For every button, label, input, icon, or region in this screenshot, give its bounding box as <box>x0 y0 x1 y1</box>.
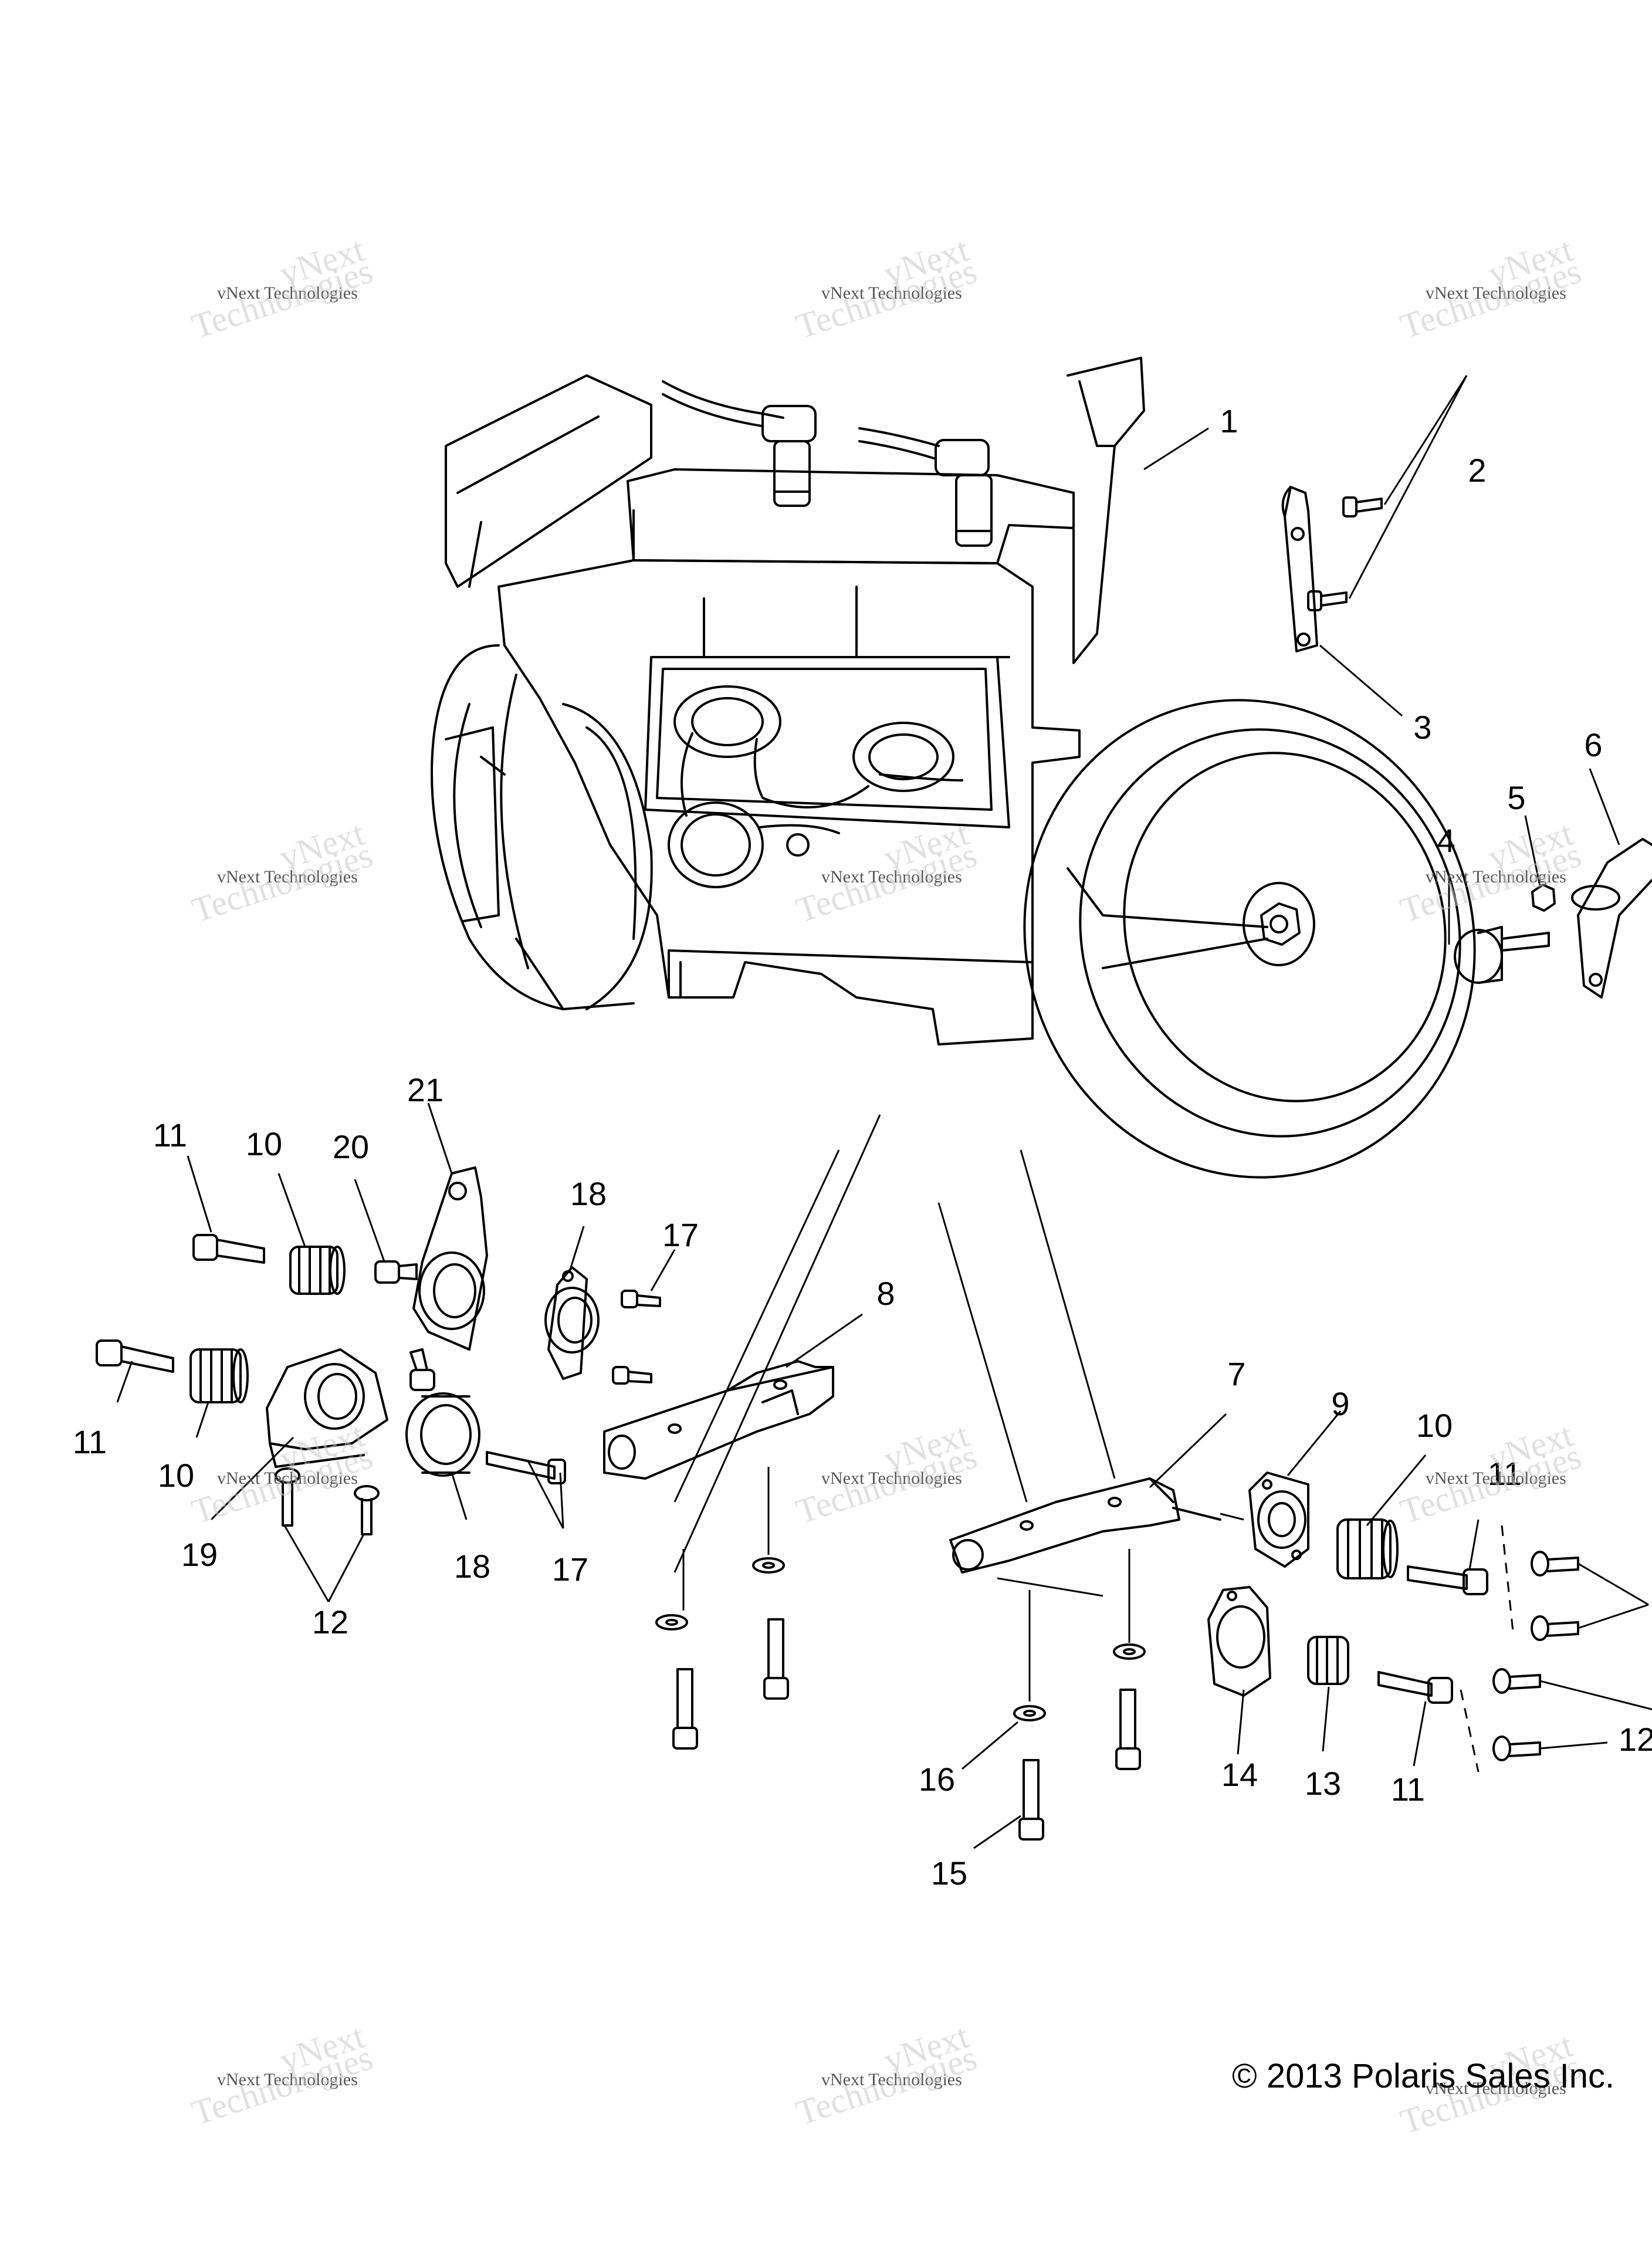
callout-16: 16 <box>918 1761 956 1798</box>
washers-part-16 <box>655 1557 1146 1721</box>
callout-11-upper-left: 11 <box>153 1117 188 1153</box>
callout-17-upper: 17 <box>662 1216 699 1253</box>
isolator-part-10-lower <box>189 1348 249 1403</box>
callout-5: 5 <box>1507 779 1526 816</box>
bracket-part-6 <box>1571 838 1652 999</box>
callout-3: 3 <box>1413 709 1432 746</box>
callout-7: 7 <box>1227 1355 1246 1392</box>
screws-part-2 <box>1307 496 1383 611</box>
callout-6: 6 <box>1584 726 1603 763</box>
mount-part-14 <box>1207 1586 1271 1697</box>
callout-11-lower-left: 11 <box>72 1423 107 1460</box>
callout-13: 13 <box>1304 1765 1342 1802</box>
engine-mount-part-7 <box>949 1477 1221 1574</box>
callout-4: 4 <box>1437 822 1455 859</box>
engine-assembly <box>431 357 1476 1179</box>
callout-10-right: 10 <box>1416 1407 1453 1444</box>
callout-9: 9 <box>1331 1385 1350 1422</box>
callout-11-right-upper: 11 <box>1487 1455 1522 1492</box>
nut-part-5 <box>1531 884 1556 912</box>
callout-2: 2 <box>1468 452 1487 489</box>
screw-part-12-right <box>1492 1551 1579 1761</box>
callout-10-lower-left: 10 <box>157 1457 195 1494</box>
bolt-part-11-right-upper <box>1407 1565 1488 1595</box>
mount-part-18-lower <box>405 1392 480 1477</box>
callout-18-upper: 18 <box>570 1175 607 1212</box>
callout-14: 14 <box>1221 1756 1258 1793</box>
callout-10-upper-left: 10 <box>245 1125 283 1162</box>
isolator-part-10-upper <box>289 1246 346 1295</box>
callout-19: 19 <box>181 1536 218 1573</box>
callout-8: 8 <box>876 1275 895 1312</box>
leader-lines <box>116 375 1652 1849</box>
copyright-notice: © 2013 Polaris Sales Inc. <box>1232 2057 1615 2095</box>
screw-part-17-upper <box>612 1290 661 1385</box>
callout-17-lower: 17 <box>551 1551 589 1588</box>
engine-mount-part-8 <box>603 1360 834 1480</box>
bracket-part-3 <box>1281 486 1318 652</box>
callout-12-right: 12 <box>1618 1721 1652 1758</box>
bolts-part-15 <box>672 1618 1141 1841</box>
callout-11-right-lower: 11 <box>1390 1771 1426 1808</box>
screw-part-20 <box>374 1260 418 1284</box>
isolator-part-10-right <box>1336 1518 1399 1579</box>
bolt-part-17-lower <box>486 1451 566 1484</box>
bolt-part-11-right-lower <box>1377 1671 1453 1704</box>
screw-part-12-left <box>275 1467 380 1535</box>
stud-part-4 <box>1454 926 1550 984</box>
screw-near-18 <box>409 1348 435 1391</box>
callout-15: 15 <box>930 1855 968 1892</box>
mount-part-9 <box>1248 1471 1309 1568</box>
bolt-part-11-lower <box>96 1339 174 1373</box>
bolt-part-11-upper <box>192 1234 265 1264</box>
callout-20: 20 <box>332 1128 370 1165</box>
mount-part-19 <box>266 1348 388 1468</box>
callout-18-lower: 18 <box>453 1548 491 1585</box>
callout-21: 21 <box>407 1071 444 1108</box>
mount-part-21 <box>412 1166 488 1351</box>
callout-1: 1 <box>1220 402 1238 439</box>
isolator-part-13 <box>1307 1636 1349 1685</box>
callout-12-left: 12 <box>312 1604 349 1640</box>
mount-part-18-upper <box>544 1266 600 1380</box>
